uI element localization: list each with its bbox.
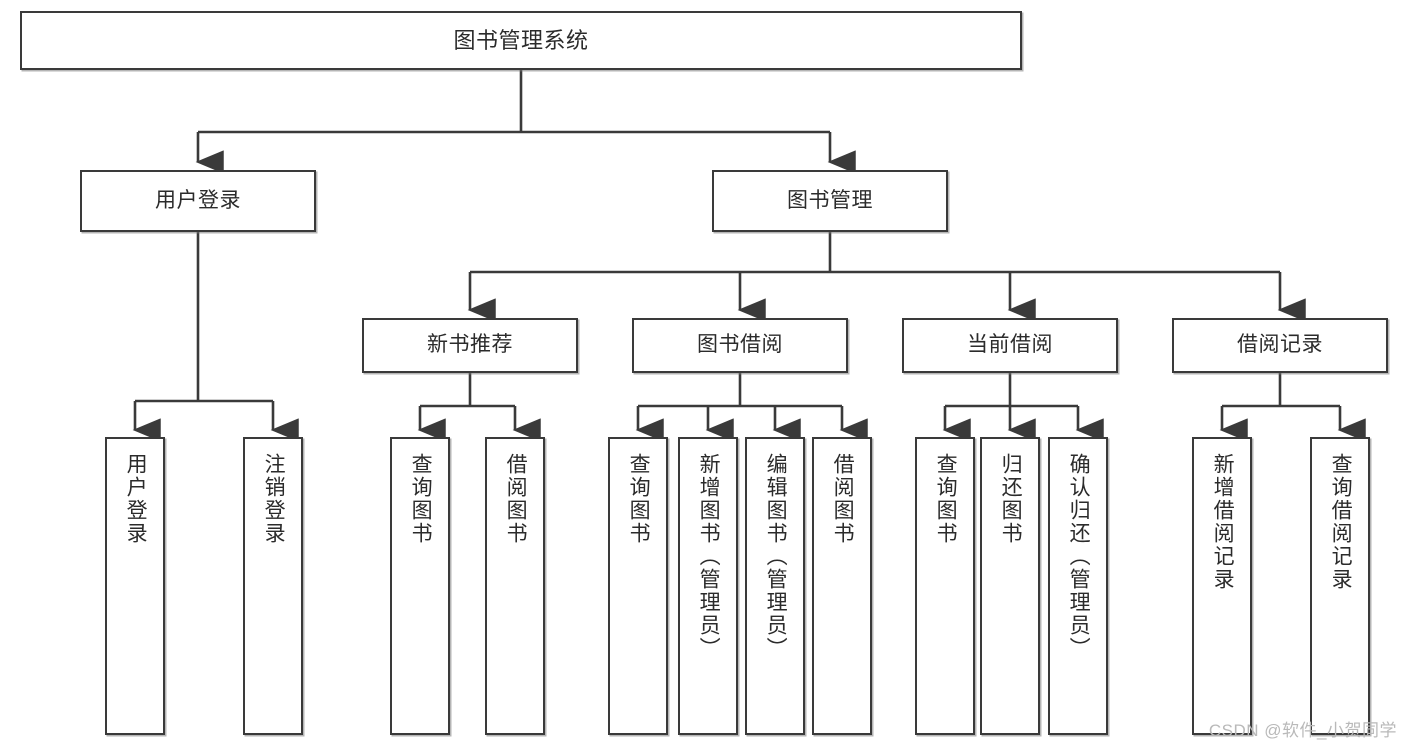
leaf-borrow-book-1-label: 借阅图书 <box>504 453 528 545</box>
leaf-add-record[interactable]: 新增借阅记录 <box>1192 437 1252 735</box>
leaf-query-book-2[interactable]: 查询图书 <box>608 437 668 735</box>
leaf-query-book-1-label: 查询图书 <box>409 453 433 545</box>
csdn-watermark: CSDN @软件_小贺同学 <box>1208 721 1397 740</box>
node-user-login[interactable]: 用户登录 <box>80 170 316 232</box>
leaf-edit-book[interactable]: 编辑图书（管理员） <box>745 437 805 735</box>
leaf-query-book-1[interactable]: 查询图书 <box>390 437 450 735</box>
node-user-login-label: 用户登录 <box>155 188 241 212</box>
node-borrow-record[interactable]: 借阅记录 <box>1172 318 1388 373</box>
leaf-edit-book-label: 编辑图书（管理员） <box>764 453 788 660</box>
node-root[interactable]: 图书管理系统 <box>20 11 1022 70</box>
node-new-book-recommend-label: 新书推荐 <box>427 333 513 357</box>
node-book-management[interactable]: 图书管理 <box>712 170 948 232</box>
leaf-logout-login[interactable]: 注销登录 <box>243 437 303 735</box>
node-current-borrow-label: 当前借阅 <box>967 333 1053 357</box>
leaf-query-record-label: 查询借阅记录 <box>1329 453 1353 591</box>
node-borrow-record-label: 借阅记录 <box>1237 333 1323 357</box>
leaf-borrow-book-2-label: 借阅图书 <box>831 453 855 545</box>
leaf-query-book-3-label: 查询图书 <box>934 453 958 545</box>
leaf-borrow-book-1[interactable]: 借阅图书 <box>485 437 545 735</box>
node-book-borrow-label: 图书借阅 <box>697 333 783 357</box>
node-new-book-recommend[interactable]: 新书推荐 <box>362 318 578 373</box>
leaf-user-login[interactable]: 用户登录 <box>105 437 165 735</box>
leaf-query-book-2-label: 查询图书 <box>627 453 651 545</box>
leaf-return-book-label: 归还图书 <box>999 453 1023 545</box>
leaf-return-book[interactable]: 归还图书 <box>980 437 1040 735</box>
leaf-confirm-return-label: 确认归还（管理员） <box>1067 453 1091 660</box>
leaf-user-login-label: 用户登录 <box>124 453 148 545</box>
node-book-management-label: 图书管理 <box>787 188 873 212</box>
node-book-borrow[interactable]: 图书借阅 <box>632 318 848 373</box>
leaf-add-book-label: 新增图书（管理员） <box>697 453 721 660</box>
node-root-label: 图书管理系统 <box>453 27 589 53</box>
leaf-confirm-return[interactable]: 确认归还（管理员） <box>1048 437 1108 735</box>
leaf-borrow-book-2[interactable]: 借阅图书 <box>812 437 872 735</box>
node-current-borrow[interactable]: 当前借阅 <box>902 318 1118 373</box>
leaf-query-book-3[interactable]: 查询图书 <box>915 437 975 735</box>
leaf-add-record-label: 新增借阅记录 <box>1211 453 1235 591</box>
leaf-query-record[interactable]: 查询借阅记录 <box>1310 437 1370 735</box>
leaf-logout-login-label: 注销登录 <box>262 453 286 545</box>
leaf-add-book[interactable]: 新增图书（管理员） <box>678 437 738 735</box>
